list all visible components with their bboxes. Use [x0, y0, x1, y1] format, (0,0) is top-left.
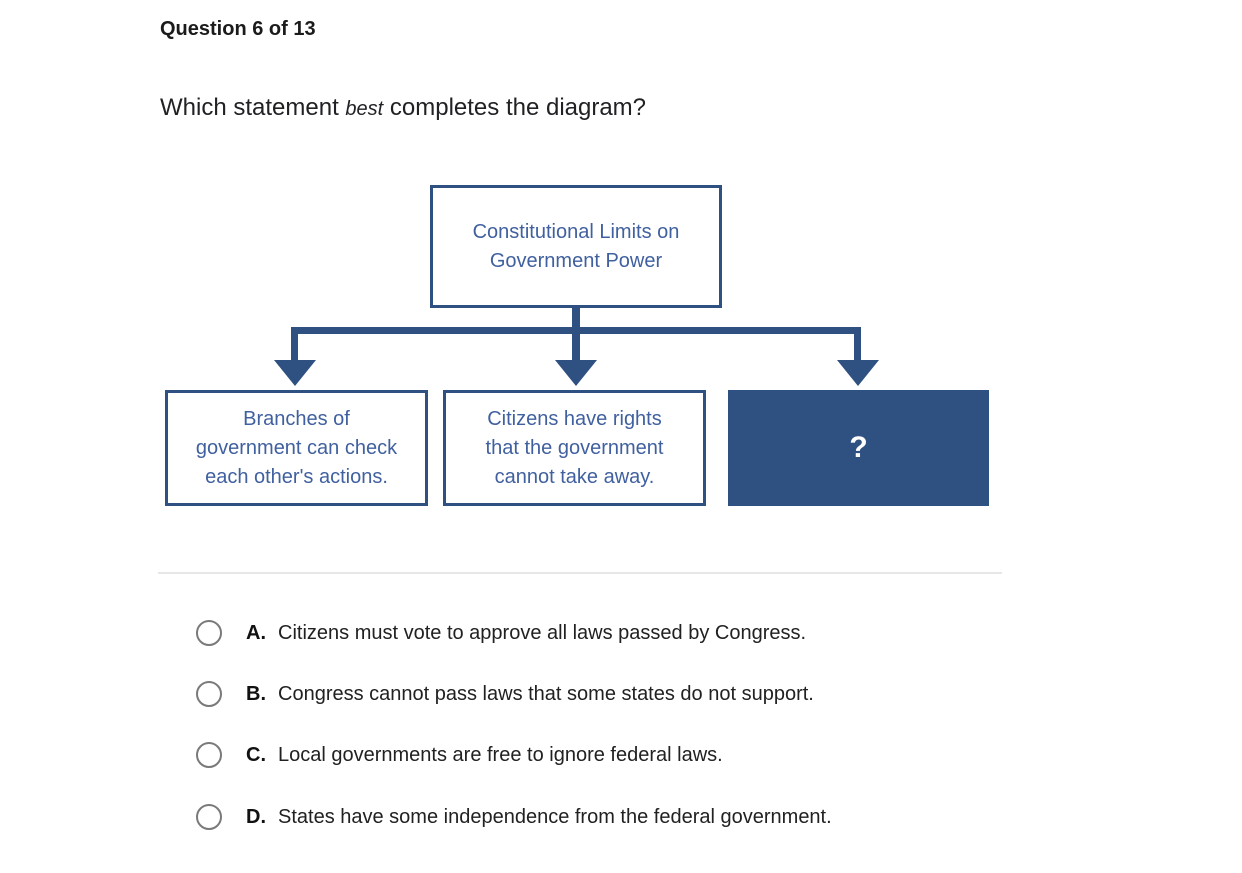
- arrow-down-icon: [837, 360, 879, 386]
- answer-option-a[interactable]: A. Citizens must vote to approve all law…: [196, 620, 806, 646]
- answer-option-b[interactable]: B. Congress cannot pass laws that some s…: [196, 681, 814, 707]
- option-text: Local governments are free to ignore fed…: [278, 743, 723, 766]
- option-letter: C.: [246, 743, 266, 766]
- option-letter: D.: [246, 805, 266, 828]
- question-counter: Question 6 of 13: [160, 18, 316, 40]
- connector-horizontal-bar: [291, 327, 861, 334]
- arrow-down-icon: [555, 360, 597, 386]
- connector-stem-left: [291, 334, 298, 361]
- radio-button-d[interactable]: [196, 804, 222, 830]
- option-letter: A.: [246, 621, 266, 644]
- flow-diagram: Constitutional Limits on Government Powe…: [165, 185, 989, 506]
- radio-button-a[interactable]: [196, 620, 222, 646]
- diagram-mystery-box: ?: [728, 390, 989, 506]
- answer-option-c[interactable]: C. Local governments are free to ignore …: [196, 742, 723, 768]
- question-text-prefix: Which statement: [160, 94, 346, 121]
- radio-button-b[interactable]: [196, 681, 222, 707]
- diagram-top-box: Constitutional Limits on Government Powe…: [430, 185, 722, 308]
- connector-vertical-stub: [572, 306, 580, 328]
- question-text-suffix: completes the diagram?: [383, 94, 647, 121]
- question-text-emphasis: best: [345, 98, 384, 120]
- option-text: Congress cannot pass laws that some stat…: [278, 682, 814, 705]
- option-text: Citizens must vote to approve all laws p…: [278, 621, 807, 644]
- section-divider: [158, 572, 1002, 574]
- question-text: Which statement best completes the diagr…: [160, 94, 646, 122]
- radio-button-c[interactable]: [196, 742, 222, 768]
- option-letter: B.: [246, 682, 266, 705]
- option-text: States have some independence from the f…: [278, 805, 832, 828]
- diagram-child-box-citizens: Citizens have rights that the government…: [443, 390, 706, 506]
- connector-stem-middle: [572, 334, 580, 361]
- diagram-child-box-branches: Branches of government can check each ot…: [165, 390, 428, 506]
- answer-option-d[interactable]: D. States have some independence from th…: [196, 804, 832, 830]
- connector-stem-right: [854, 334, 861, 361]
- arrow-down-icon: [274, 360, 316, 386]
